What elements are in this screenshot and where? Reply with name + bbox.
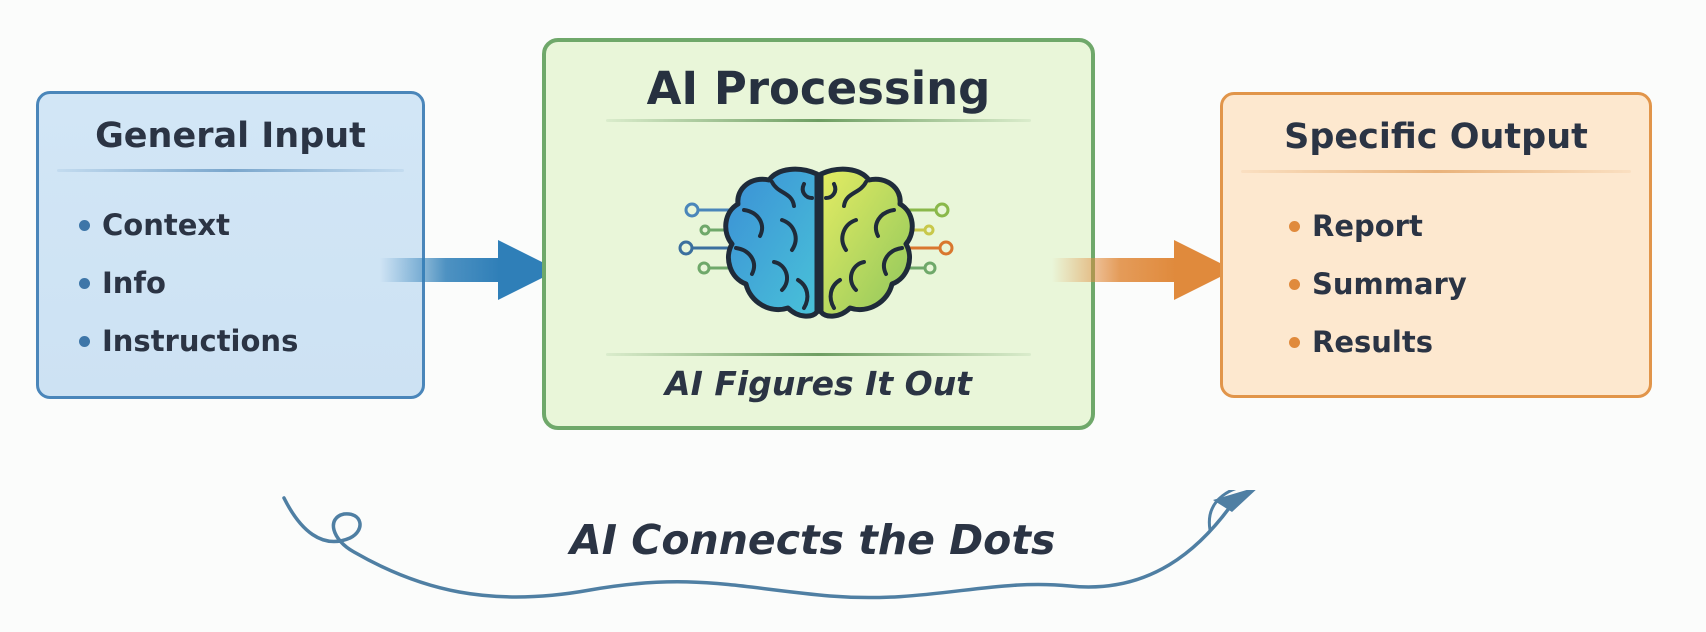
input-list: Context Info Instructions (79, 196, 298, 370)
output-item-label: Results (1312, 325, 1433, 359)
list-item: Summary (1289, 255, 1467, 313)
input-item-label: Instructions (102, 324, 299, 358)
bullet-icon (79, 219, 90, 231)
bullet-icon (79, 277, 90, 289)
list-item: Results (1289, 313, 1467, 371)
bullet-icon (1289, 278, 1300, 290)
process-to-output-arrow (1052, 240, 1234, 300)
process-bottom-divider (606, 353, 1031, 356)
bullet-icon (1289, 336, 1300, 348)
input-item-label: Info (102, 266, 166, 300)
specific-output-title: Specific Output (1284, 117, 1588, 157)
output-item-label: Summary (1312, 267, 1467, 301)
list-item: Context (79, 196, 298, 254)
specific-output-box: Specific Output Report Summary Results (1220, 92, 1652, 398)
process-top-divider (606, 119, 1031, 122)
list-item: Info (79, 254, 298, 312)
general-input-title: General Input (95, 116, 366, 156)
output-list: Report Summary Results (1289, 197, 1467, 371)
ai-processing-subtitle: AI Figures It Out (665, 364, 972, 403)
ai-processing-title: AI Processing (646, 62, 991, 115)
connect-dots-caption: AI Connects the Dots (570, 516, 1056, 564)
general-input-box: General Input Context Info Instructions (36, 91, 425, 399)
bullet-icon (79, 335, 90, 347)
input-to-process-arrow (380, 240, 558, 300)
input-item-label: Context (102, 208, 230, 242)
list-item: Report (1289, 197, 1467, 255)
input-divider (57, 169, 404, 172)
output-item-label: Report (1312, 209, 1423, 243)
connect-dots-swoosh (282, 490, 1256, 600)
bullet-icon (1289, 220, 1300, 232)
ai-processing-box: AI Processing (542, 38, 1095, 430)
list-item: Instructions (79, 312, 298, 370)
brain-icon (678, 166, 954, 319)
output-divider (1241, 170, 1631, 173)
